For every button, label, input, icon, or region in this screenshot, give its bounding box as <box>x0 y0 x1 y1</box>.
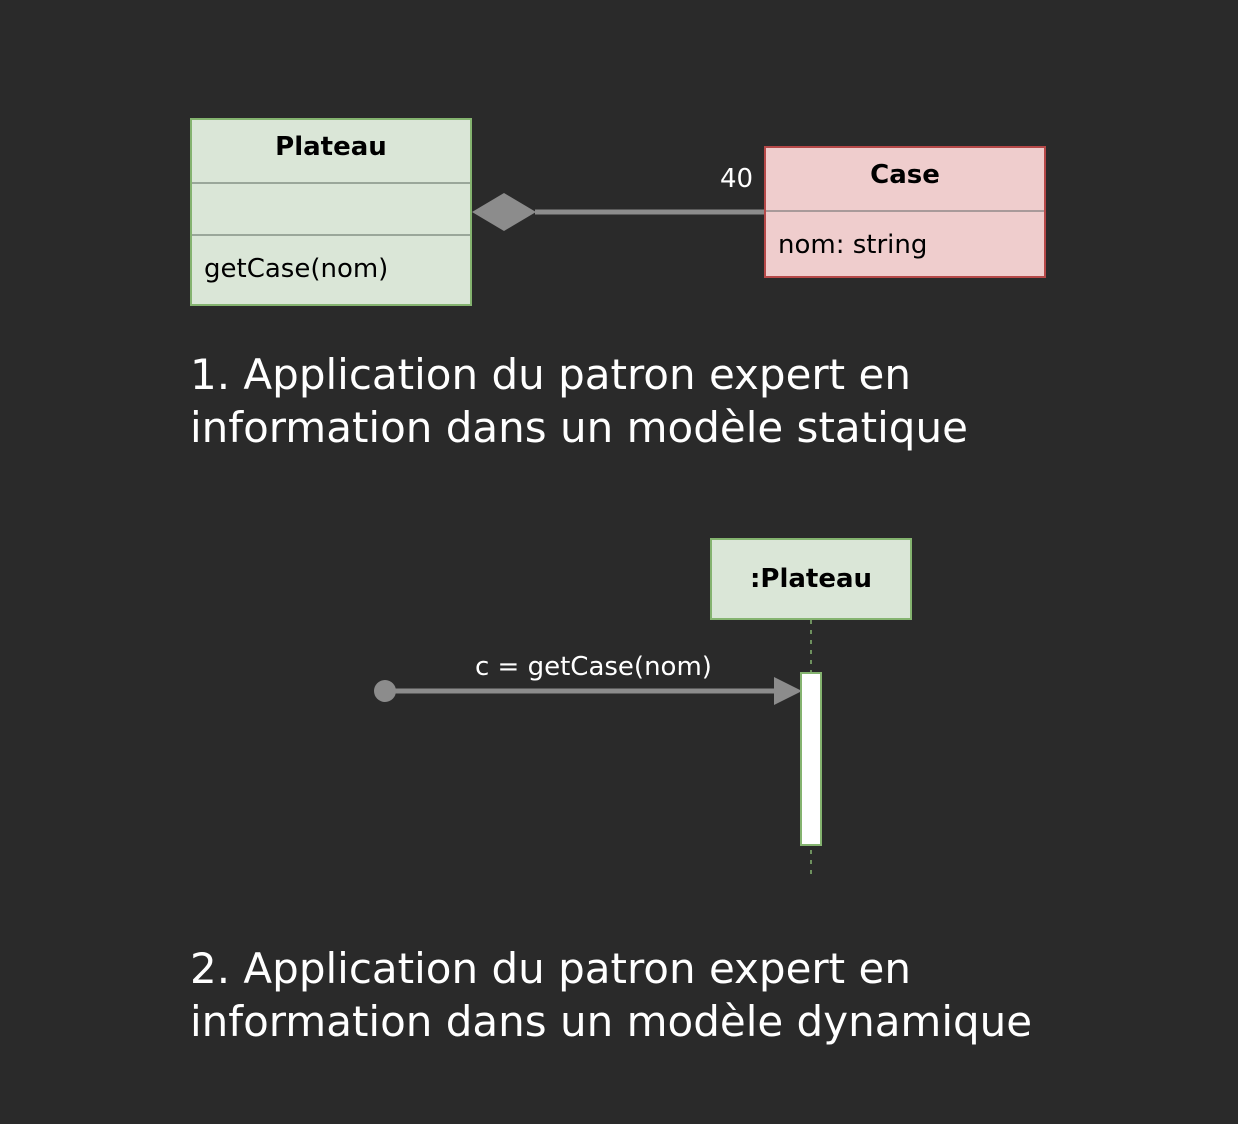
caption-dynamic-line1: 2. Application du patron expert en <box>190 944 911 993</box>
lifeline-name: :Plateau <box>749 564 873 594</box>
plateau-operation-getcase: getCase(nom) <box>204 254 389 284</box>
association-multiplicity: 40 <box>720 164 754 194</box>
plateau-lifeline-head[interactable]: :Plateau <box>710 538 912 620</box>
caption-dynamic-line2: information dans un modèle dynamique <box>190 997 1033 1046</box>
caption-dynamic-model: 2. Application du patron expert en infor… <box>190 942 1032 1048</box>
case-attribute-nom: nom: string <box>778 230 928 260</box>
plateau-attributes-section <box>192 182 470 234</box>
composition-diamond <box>472 193 536 231</box>
message-label: c = getCase(nom) <box>475 652 712 682</box>
activation-bar <box>800 672 822 846</box>
case-class-name: Case <box>870 160 940 190</box>
plateau-class-name: Plateau <box>275 132 387 162</box>
caption-static-model: 1. Application du patron expert en infor… <box>190 348 968 454</box>
caption-static-line2: information dans un modèle statique <box>190 403 968 452</box>
plateau-operations-section: getCase(nom) <box>192 234 470 304</box>
case-class-box[interactable]: Case nom: string <box>764 146 1046 278</box>
caption-static-line1: 1. Application du patron expert en <box>190 350 911 399</box>
case-attributes-section: nom: string <box>766 210 1044 276</box>
plateau-class-box[interactable]: Plateau getCase(nom) <box>190 118 472 306</box>
message-arrowhead <box>774 677 802 705</box>
